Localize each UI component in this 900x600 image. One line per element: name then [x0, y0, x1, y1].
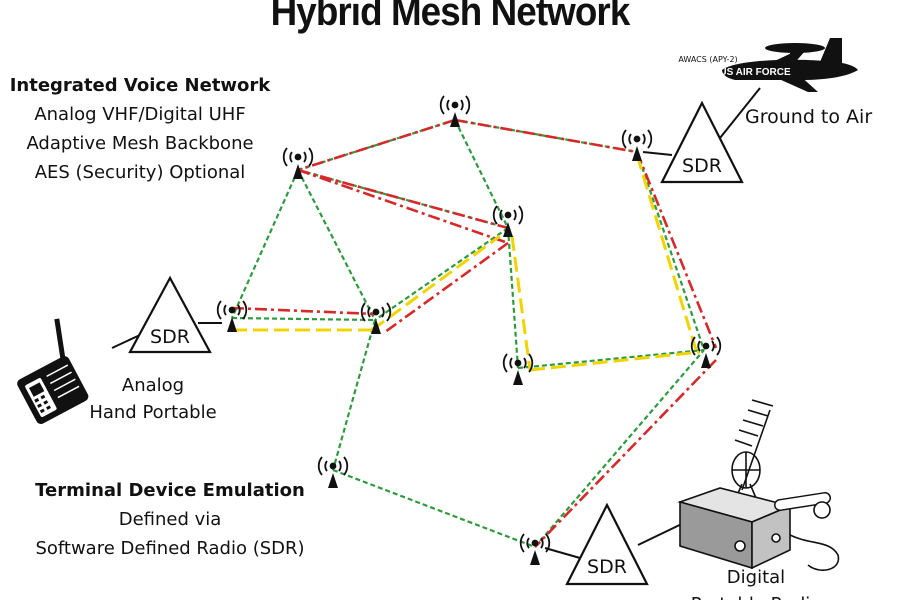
analog-label-line: Analog	[121, 375, 185, 396]
node-icon	[317, 456, 349, 488]
sdr-triangle	[128, 275, 212, 354]
green-link	[297, 169, 376, 321]
voice-network-heading: Integrated Voice Network	[9, 75, 271, 96]
connector-line	[111, 334, 141, 349]
yellow-link	[529, 350, 701, 372]
analog-hand-portable-label: Analog Hand Portable	[78, 372, 228, 426]
green-link	[231, 316, 376, 322]
sdr-digital: SDR	[565, 502, 649, 586]
voice-network-caption: Integrated Voice Network Analog VHF/Digi…	[0, 71, 280, 187]
yellow-link	[371, 234, 501, 332]
voice-network-line: AES (Security) Optional	[34, 162, 246, 183]
node-icon	[519, 533, 551, 565]
red-link	[231, 306, 376, 316]
red-link	[534, 359, 717, 548]
awacs-aircraft-icon: AWACS (APY-2) US AIR FORCE	[678, 38, 858, 92]
red-link	[454, 118, 638, 154]
terminal-emulation-heading: Terminal Device Emulation	[35, 480, 305, 501]
green-link	[454, 119, 509, 229]
terminal-emulation-line: Software Defined Radio (SDR)	[35, 538, 305, 559]
green-link	[534, 349, 705, 548]
digital-portable-radio-icon	[677, 399, 840, 571]
digital-label-line: Digital	[726, 567, 786, 588]
green-link	[506, 227, 520, 369]
red-link	[297, 168, 509, 245]
green-link	[635, 151, 706, 351]
green-link	[517, 348, 705, 370]
node-icon	[621, 129, 653, 161]
green-link	[332, 468, 536, 549]
sdr-triangle	[565, 502, 649, 586]
red-link	[384, 241, 509, 334]
analog-label-line: Hand Portable	[89, 402, 217, 423]
voice-network-line: Adaptive Mesh Backbone	[26, 133, 254, 154]
node-icon	[282, 147, 314, 179]
red-links	[231, 118, 718, 548]
sdr-label: SDR	[682, 155, 722, 177]
sdr-triangle	[660, 100, 744, 184]
handset-icon	[774, 492, 840, 571]
voice-network-line: Analog VHF/Digital UHF	[34, 104, 246, 125]
yagi-antenna-icon	[731, 399, 774, 499]
red-link	[297, 168, 509, 230]
terminal-emulation-caption: Terminal Device Emulation Defined via So…	[10, 476, 330, 563]
digital-label-line: Portable Radio	[676, 591, 836, 600]
digital-portable-radio-label: Digital Portable Radio	[676, 564, 836, 600]
green-link	[374, 227, 509, 321]
mesh-nodes	[216, 95, 722, 565]
node-icon	[360, 302, 392, 334]
node-icon	[439, 95, 471, 127]
node-icon	[690, 336, 722, 368]
sdr-label: SDR	[587, 556, 627, 578]
terminal-emulation-line: Defined via	[118, 509, 222, 530]
ground-to-air-label: Ground to Air	[745, 106, 873, 128]
connector-line	[544, 547, 581, 559]
sdr-label: SDR	[150, 326, 190, 348]
yellow-link	[635, 154, 698, 351]
red-link	[297, 118, 456, 172]
connector-line	[642, 151, 673, 156]
green-link	[230, 169, 300, 319]
node-icon	[492, 205, 524, 237]
connector-line	[719, 87, 761, 139]
yellow-links	[232, 154, 701, 372]
aircraft-marking-label: US AIR FORCE	[719, 67, 791, 78]
sdr-analog: SDR	[128, 275, 212, 354]
green-link	[331, 319, 377, 471]
node-icon	[502, 353, 534, 385]
yellow-link	[510, 235, 532, 371]
node-icon	[216, 300, 248, 332]
sdr-ground-to-air: SDR	[660, 100, 744, 184]
aircraft-model-label: AWACS (APY-2)	[678, 55, 737, 64]
page-title: Hybrid Mesh Network	[270, 0, 631, 34]
analog-hand-radio-icon	[17, 318, 89, 425]
